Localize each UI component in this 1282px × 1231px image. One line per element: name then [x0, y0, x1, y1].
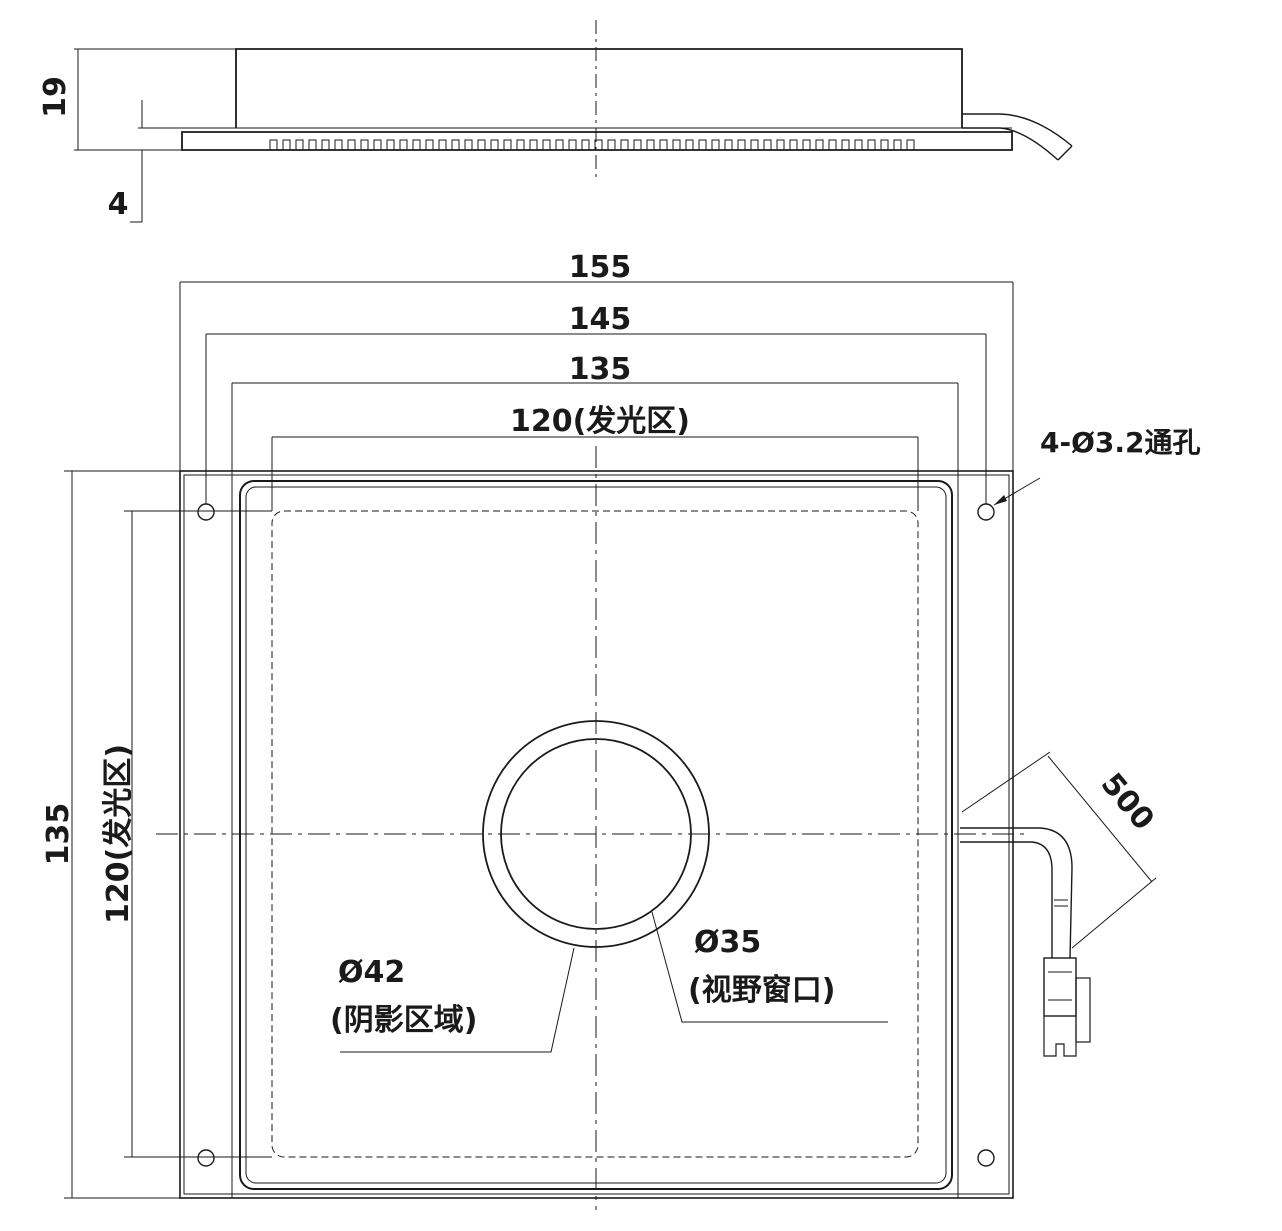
- cable: [960, 827, 1091, 1057]
- shadow-circle: [482, 720, 710, 948]
- mounting-hole: [977, 1149, 995, 1167]
- dim-width-body: 135: [569, 352, 632, 387]
- connector: [1043, 957, 1077, 1017]
- shadow-diameter: Ø42: [338, 955, 405, 990]
- mounting-hole: [197, 1149, 215, 1167]
- mounting-hole: [197, 503, 215, 521]
- mounting-hole: [977, 503, 995, 521]
- dim-height-outer: 135: [41, 803, 76, 866]
- window-label: (视野窗口): [688, 973, 835, 1008]
- dim-flange-thickness: 4: [108, 187, 129, 222]
- window-diameter: Ø35: [694, 925, 761, 960]
- flange-serration: [269, 139, 920, 151]
- top-view: 155 145 135 120(发光区) 135 120(发光区) 4-Ø3.2…: [41, 250, 1201, 1210]
- dim-width-holes: 145: [569, 302, 632, 337]
- dim-cable-length: 500: [1094, 767, 1161, 837]
- view-window-circle: [500, 738, 692, 930]
- side-view: 19 4: [38, 20, 1073, 223]
- dim-height-total: 19: [38, 76, 73, 118]
- dim-height-emitting: 120(发光区): [101, 744, 136, 924]
- dim-width-outer: 155: [569, 250, 632, 285]
- dim-width-emitting: 120(发光区): [510, 404, 690, 439]
- holes-note: 4-Ø3.2通孔: [1040, 426, 1201, 459]
- shadow-label: (阴影区域): [330, 1003, 477, 1038]
